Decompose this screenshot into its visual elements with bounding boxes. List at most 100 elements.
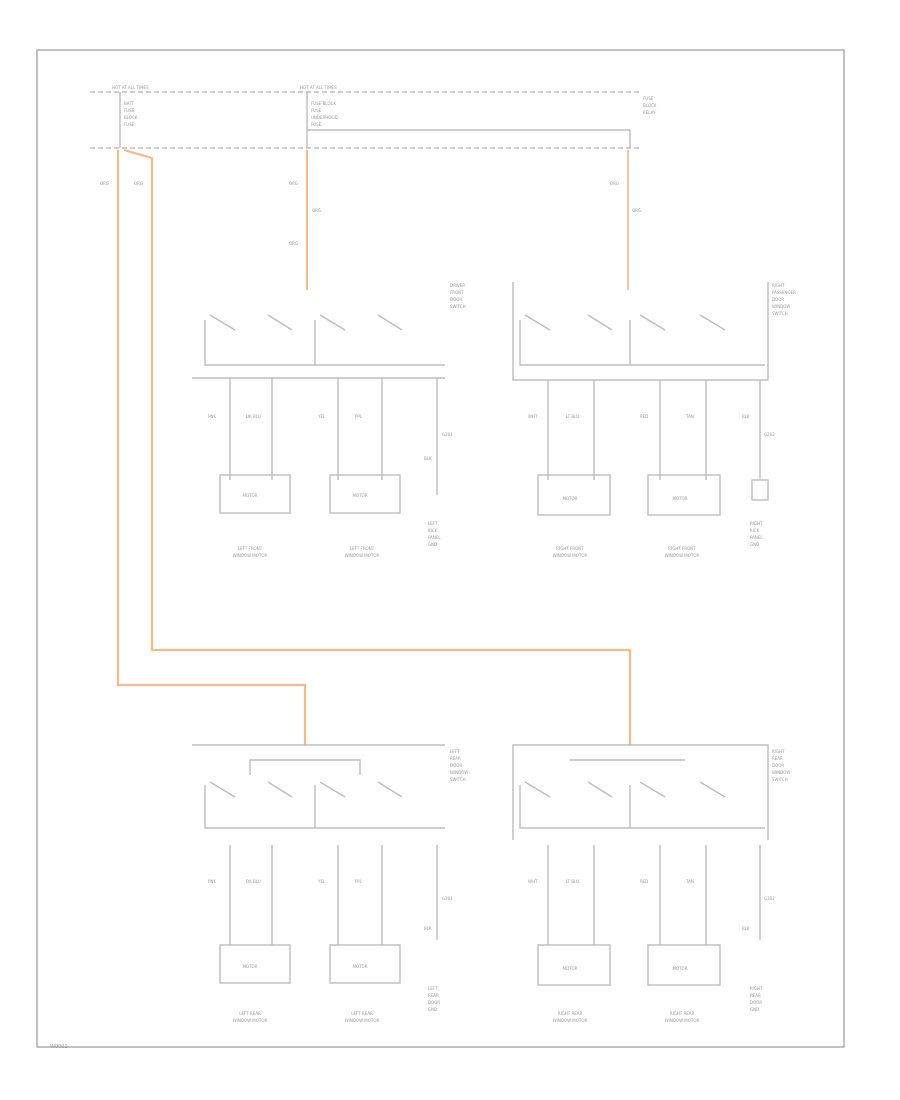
motor-label: MOTOR bbox=[563, 966, 578, 971]
motor-label: MOTOR bbox=[563, 496, 578, 501]
motor-caption: RIGHT FRONT bbox=[556, 546, 584, 551]
source-left-line: FUSE bbox=[124, 108, 135, 113]
source-left-title: HOT AT ALL TIMES bbox=[112, 85, 149, 90]
ground-label: G302 bbox=[764, 896, 775, 901]
orange-feed-to-right-rear bbox=[123, 148, 632, 745]
wire-code: ORG bbox=[312, 208, 321, 213]
ground-caption: REAR bbox=[750, 993, 761, 998]
pin-wire-code: RED bbox=[640, 414, 648, 419]
pin-wire-code: LT BLU bbox=[566, 414, 579, 419]
module-label: LEFT bbox=[450, 749, 460, 754]
motor-caption: WINDOW MOTOR bbox=[345, 553, 380, 558]
ground-caption: DOOR bbox=[428, 1000, 440, 1005]
ground-label: G202 bbox=[764, 432, 775, 437]
motor-caption: WINDOW MOTOR bbox=[553, 1018, 588, 1023]
pin-wire-code: YEL bbox=[317, 414, 326, 419]
motor-caption: LEFT REAR bbox=[351, 1011, 373, 1016]
source-mid-title: HOT AT ALL TIMES bbox=[300, 85, 337, 90]
ground-caption: RIGHT bbox=[750, 986, 763, 991]
motor-box bbox=[219, 474, 291, 514]
ground-caption: LEFT bbox=[428, 986, 438, 991]
ground-caption: GND bbox=[750, 542, 759, 547]
motor-label: MOTOR bbox=[673, 966, 688, 971]
ground-caption: GND bbox=[750, 1007, 759, 1012]
pin-wire-code: TAN bbox=[685, 414, 694, 419]
source-mid-line: UNDERHOOD bbox=[311, 115, 338, 120]
page-id: W0001 bbox=[50, 1044, 68, 1050]
motor-caption: RIGHT FRONT bbox=[668, 546, 696, 551]
motor-box bbox=[537, 944, 611, 986]
pin-wire-code: PPL bbox=[355, 414, 363, 419]
ground-caption: GND bbox=[428, 1007, 437, 1012]
motor-box bbox=[329, 474, 401, 514]
source-mid-line: FUSE bbox=[311, 108, 322, 113]
pin-wire-code: PNK bbox=[208, 879, 216, 884]
source-left-line: FUSE bbox=[124, 122, 135, 127]
module-label: PASSENGER bbox=[772, 290, 796, 295]
motor-caption: WINDOW MOTOR bbox=[233, 1018, 268, 1023]
motor-caption: RIGHT REAR bbox=[670, 1011, 695, 1016]
wire-code: ORG bbox=[610, 181, 619, 186]
module-label: RIGHT bbox=[772, 283, 785, 288]
module-label: SWITCH bbox=[450, 777, 466, 782]
ground-caption: KICK bbox=[750, 528, 760, 533]
motor-box bbox=[537, 474, 611, 516]
source-mid-line: FUSE BLOCK bbox=[311, 101, 336, 106]
motor-box bbox=[219, 944, 291, 984]
module-label: WINDOW bbox=[450, 770, 468, 775]
pin-wire-code: WHT bbox=[528, 414, 538, 419]
ground-caption: LEFT bbox=[428, 521, 438, 526]
orange-feed-to-left-rear bbox=[116, 150, 307, 745]
module-label: RIGHT bbox=[772, 749, 785, 754]
module-label: SWITCH bbox=[772, 311, 788, 316]
ground-label: G201 bbox=[442, 432, 453, 437]
pin-wire-code: DK BLU bbox=[246, 879, 261, 884]
motor-caption: LEFT FRONT bbox=[350, 546, 375, 551]
source-left-line: BLOCK bbox=[124, 115, 138, 120]
motor-caption: WINDOW MOTOR bbox=[345, 1018, 380, 1023]
motor-label: MOTOR bbox=[353, 964, 368, 969]
pin-wire-code: RED bbox=[640, 879, 648, 884]
module-label: REAR bbox=[772, 756, 783, 761]
ground-caption: PANEL bbox=[750, 535, 763, 540]
ground-label: G301 bbox=[442, 896, 453, 901]
motor-label: MOTOR bbox=[353, 493, 368, 498]
wire-code: ORG bbox=[632, 208, 641, 213]
ground-caption: DOOR bbox=[750, 1000, 762, 1005]
diagram-frame bbox=[36, 49, 845, 1048]
motor-box bbox=[647, 474, 721, 516]
right-rear-switch-module: RIGHT REAR DOOR WINDOW SWITCH WHT LT BLU… bbox=[512, 744, 790, 1023]
orange-feed-wires: ORG ORG ORG ORG ORG ORG ORG bbox=[100, 148, 641, 745]
motor-caption: LEFT FRONT bbox=[238, 546, 263, 551]
motor-caption: LEFT REAR bbox=[239, 1011, 261, 1016]
motor-label: MOTOR bbox=[243, 964, 258, 969]
module-label: DOOR bbox=[772, 763, 784, 768]
motor-label: MOTOR bbox=[673, 496, 688, 501]
wire-code: ORG bbox=[134, 181, 143, 186]
module-label: WINDOW bbox=[772, 770, 790, 775]
motor-box bbox=[647, 944, 721, 986]
motor-label: MOTOR bbox=[243, 493, 258, 498]
module-label: SWITCH bbox=[772, 777, 788, 782]
motor-caption: RIGHT REAR bbox=[558, 1011, 583, 1016]
fuse-block-label: FUSE bbox=[643, 96, 654, 101]
ground-caption: RIGHT bbox=[750, 521, 763, 526]
module-label: FRONT bbox=[450, 290, 464, 295]
motor-box bbox=[329, 944, 401, 984]
source-left-line: BATT bbox=[124, 101, 135, 106]
motor-caption: WINDOW MOTOR bbox=[665, 553, 700, 558]
pin-wire-code: TAN bbox=[685, 879, 694, 884]
module-label: DRIVER bbox=[450, 283, 465, 288]
module-label: SWITCH bbox=[450, 304, 466, 309]
pin-wire-code: BLK bbox=[742, 926, 750, 931]
ground-caption: KICK bbox=[428, 528, 438, 533]
module-label: REAR bbox=[450, 756, 461, 761]
motor-caption: WINDOW MOTOR bbox=[665, 1018, 700, 1023]
wire-code: ORG bbox=[289, 181, 298, 186]
motor-caption: WINDOW MOTOR bbox=[553, 553, 588, 558]
pin-wire-code: PPL bbox=[355, 879, 363, 884]
module-label: WINDOW bbox=[772, 304, 790, 309]
motor-caption: WINDOW MOTOR bbox=[233, 553, 268, 558]
module-label: DOOR bbox=[772, 297, 784, 302]
left-rear-switch-module: LEFT REAR DOOR WINDOW SWITCH PNK DK BLU … bbox=[192, 744, 468, 1023]
